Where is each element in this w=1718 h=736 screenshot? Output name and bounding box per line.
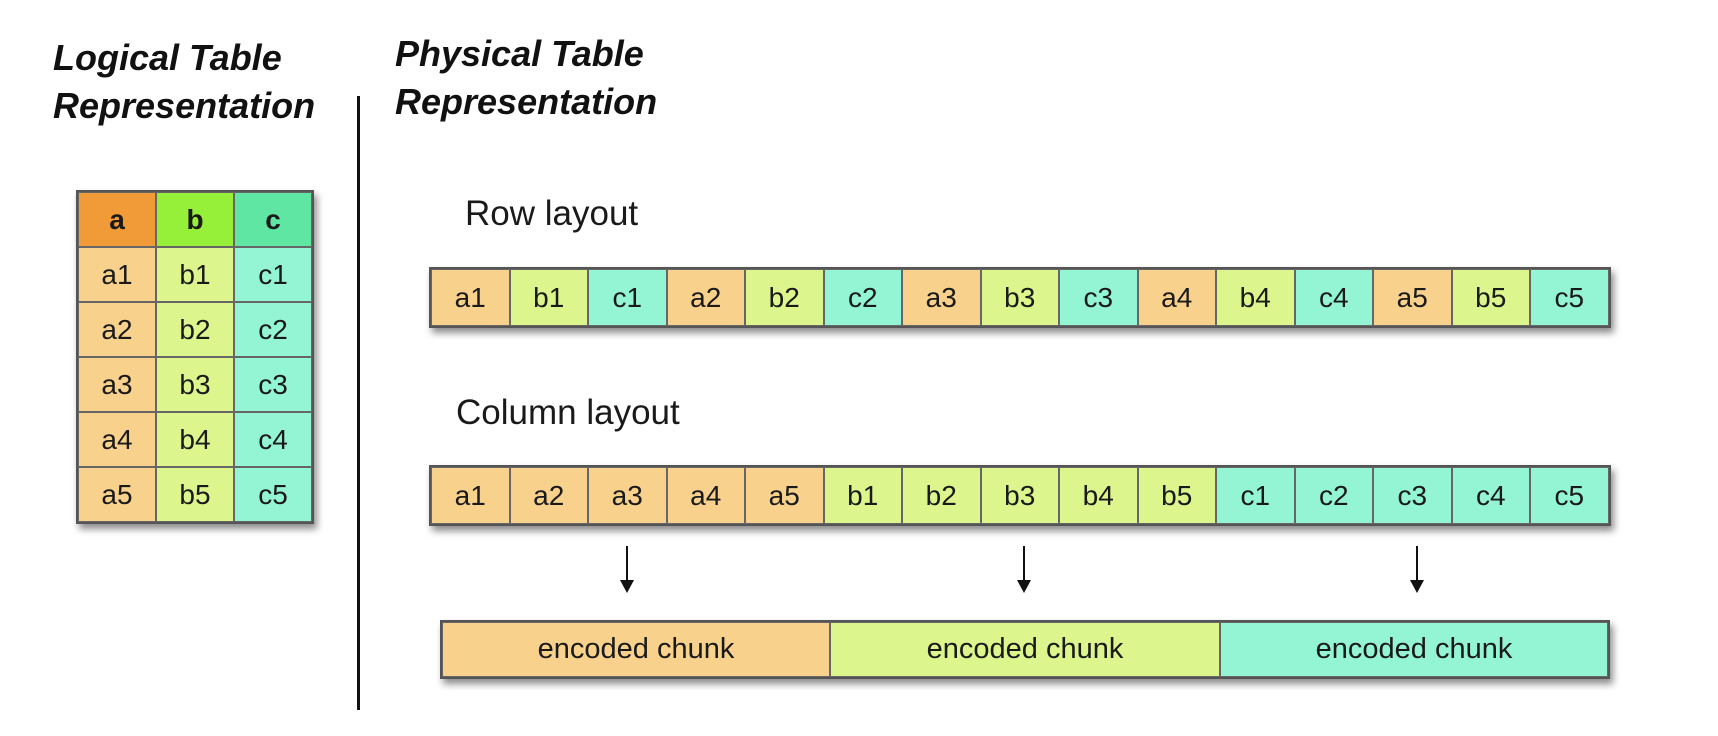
encoded-chunk-c: encoded chunk <box>1220 622 1608 677</box>
column-layout-cell: c5 <box>1530 467 1609 524</box>
row-layout-cell: c5 <box>1530 269 1609 326</box>
section-divider <box>357 96 360 710</box>
row-layout-cell: c1 <box>588 269 667 326</box>
row-layout-cell: a5 <box>1373 269 1452 326</box>
column-layout-strip: a1 a2 a3 a4 a5 b1 b2 b3 b4 b5 c1 c2 c3 c… <box>429 465 1611 526</box>
column-layout-cell: c4 <box>1451 467 1530 524</box>
row-layout-cell: a3 <box>902 269 981 326</box>
row-layout-cell: b1 <box>509 269 588 326</box>
column-layout-cell: b1 <box>823 467 902 524</box>
table-cell: a1 <box>78 247 156 302</box>
logical-table: a b c a1 b1 c1 a2 b2 c2 a3 b3 c3 a4 b4 c… <box>76 190 314 524</box>
table-cell: b5 <box>156 467 234 522</box>
column-layout-cell: a1 <box>431 467 510 524</box>
column-layout-cell: a4 <box>666 467 745 524</box>
table-cell: a5 <box>78 467 156 522</box>
column-layout-cell: a5 <box>745 467 824 524</box>
column-layout-cell: c3 <box>1373 467 1452 524</box>
header-b: b <box>156 192 234 247</box>
encoded-chunk-b: encoded chunk <box>830 622 1220 677</box>
row-layout-cell: b2 <box>745 269 824 326</box>
physical-table-heading: Physical Table Representation <box>395 30 657 126</box>
row-layout-cell: c4 <box>1294 269 1373 326</box>
row-layout-cell: a2 <box>666 269 745 326</box>
header-a: a <box>78 192 156 247</box>
table-cell: c3 <box>234 357 312 412</box>
table-cell: c2 <box>234 302 312 357</box>
table-cell: b1 <box>156 247 234 302</box>
column-layout-cell: b4 <box>1059 467 1138 524</box>
table-cell: c1 <box>234 247 312 302</box>
logical-heading-line-1: Logical Table <box>53 37 282 78</box>
table-cell: c4 <box>234 412 312 467</box>
column-layout-cell: a3 <box>588 467 667 524</box>
down-arrow-icon <box>1410 546 1424 593</box>
row-layout-cell: b5 <box>1451 269 1530 326</box>
table-cell: b3 <box>156 357 234 412</box>
column-layout-label: Column layout <box>456 393 680 432</box>
row-layout-label: Row layout <box>465 194 639 233</box>
row-layout-strip: a1 b1 c1 a2 b2 c2 a3 b3 c3 a4 b4 c4 a5 b… <box>429 267 1611 328</box>
physical-heading-line-1: Physical Table <box>395 33 644 74</box>
encoded-chunks-strip: encoded chunk encoded chunk encoded chun… <box>440 620 1610 679</box>
column-layout-cell: b5 <box>1137 467 1216 524</box>
row-layout-cell: a1 <box>431 269 510 326</box>
column-layout-cell: b3 <box>980 467 1059 524</box>
table-cell: a3 <box>78 357 156 412</box>
physical-heading-line-2: Representation <box>395 81 658 122</box>
row-layout-cell: a4 <box>1137 269 1216 326</box>
logical-heading-line-2: Representation <box>53 85 316 126</box>
table-cell: c5 <box>234 467 312 522</box>
row-layout-cell: c3 <box>1059 269 1138 326</box>
header-c: c <box>234 192 312 247</box>
table-cell: a4 <box>78 412 156 467</box>
row-layout-cell: b4 <box>1216 269 1295 326</box>
encoded-chunk-a: encoded chunk <box>442 622 830 677</box>
table-cell: b2 <box>156 302 234 357</box>
table-cell: b4 <box>156 412 234 467</box>
table-cell: a2 <box>78 302 156 357</box>
row-layout-cell: b3 <box>980 269 1059 326</box>
column-layout-cell: a2 <box>509 467 588 524</box>
column-layout-cell: b2 <box>902 467 981 524</box>
down-arrow-icon <box>1017 546 1031 593</box>
logical-table-heading: Logical Table Representation <box>53 34 315 130</box>
column-layout-cell: c2 <box>1294 467 1373 524</box>
down-arrow-icon <box>620 546 634 593</box>
column-layout-cell: c1 <box>1216 467 1295 524</box>
row-layout-cell: c2 <box>823 269 902 326</box>
